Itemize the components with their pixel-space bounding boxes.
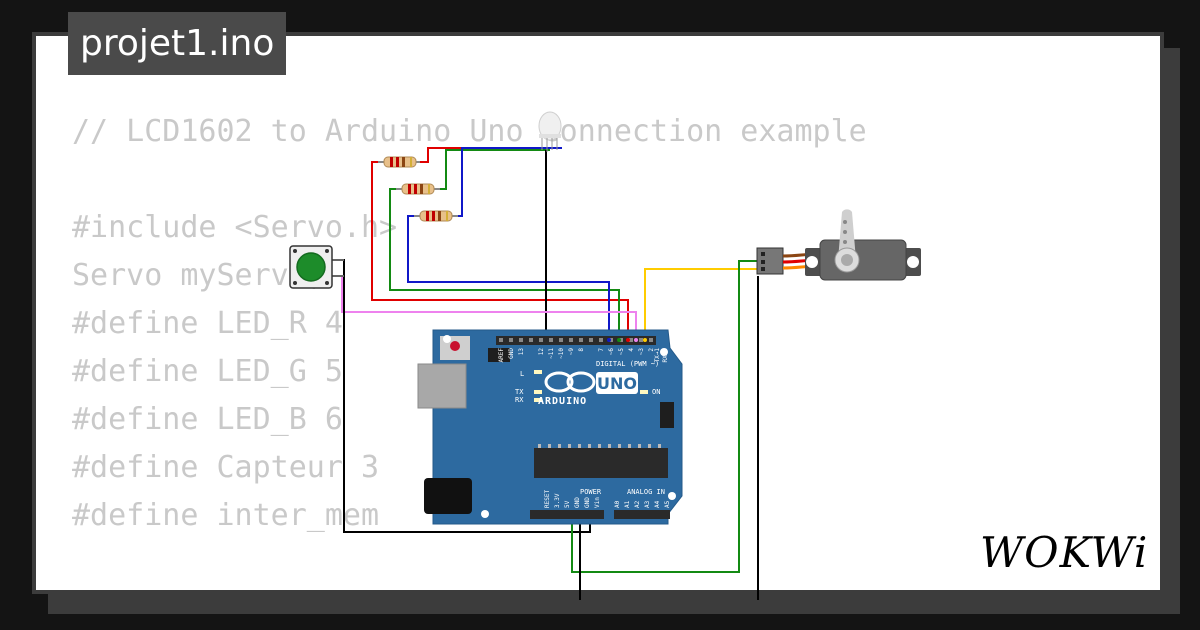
pin-label: ~5 <box>618 348 625 356</box>
code-background: // LCD1602 to Arduino Uno connection exa… <box>72 108 867 540</box>
code-line: #define Capteur 3 <box>72 450 380 485</box>
wire-red <box>371 161 629 340</box>
button-icon[interactable] <box>289 245 344 289</box>
power-pin-labels: RESET 3.3V 5V GND GND Vin <box>544 490 601 508</box>
arduino-infinity-icon <box>544 371 596 393</box>
pin-connections <box>607 338 647 342</box>
wokwi-logo: WOKWi <box>980 528 1148 577</box>
pin-label: 3.3V <box>554 493 561 508</box>
pin-label: GND <box>508 348 515 359</box>
pin-label: ~11 <box>548 348 555 359</box>
pin-label: RESET <box>544 490 551 508</box>
code-line: #define LED_R 4 <box>72 306 343 341</box>
brand-logo-text: WOKWi <box>980 528 1148 577</box>
digital-label: DIGITAL (PWM ~) <box>596 360 659 368</box>
resistor-icon[interactable] <box>378 156 420 168</box>
pin-label: TX→1 <box>654 348 661 363</box>
analog-pin-labels: A0 A1 A2 A3 A4 A5 <box>614 500 671 508</box>
power-label: POWER <box>580 488 602 496</box>
servo-icon[interactable] <box>756 209 921 281</box>
rx-label: RX <box>515 396 524 404</box>
pin-label: A0 <box>614 500 621 508</box>
rgb-led-icon[interactable] <box>538 111 562 152</box>
pin-label: 13 <box>518 348 525 356</box>
pin-label: GND <box>584 497 591 508</box>
pin-label: ~9 <box>568 348 575 356</box>
code-line: #define LED_B 6 <box>72 402 343 437</box>
code-line: #include <Servo.h> <box>72 210 398 245</box>
pin-label: A1 <box>624 500 631 508</box>
wire-blue <box>407 215 610 340</box>
wire-violet <box>341 276 637 340</box>
wire-green-led <box>436 149 550 190</box>
wire-green <box>389 188 620 340</box>
pin-label: Vin <box>594 497 601 508</box>
window-title: projet1.ino <box>68 12 287 75</box>
resistor-icon[interactable] <box>414 210 458 222</box>
pin-label: 12 <box>538 348 545 356</box>
analog-label: ANALOG IN <box>627 488 665 496</box>
l-label: L <box>520 370 524 378</box>
pin-label: ~10 <box>558 348 565 359</box>
pin-label: 2 <box>648 348 655 352</box>
digital-pin-labels: AREF GND 13 12 ~11 ~10 ~9 8 7 ~6 ~5 4 ~3… <box>498 348 669 363</box>
code-line: #define inter_mem <box>72 498 380 533</box>
pin-label: ~3 <box>638 348 645 356</box>
pin-label: A3 <box>644 500 651 508</box>
code-line: #define LED_G 5 <box>72 354 343 389</box>
resistor-icon[interactable] <box>396 183 440 195</box>
arduino-uno-board[interactable]: UNO ARDUINO DIGITAL (PWM ~) POWER ANALOG… <box>417 329 683 525</box>
wire-green-servo <box>571 260 762 573</box>
pin-label: A5 <box>664 500 671 508</box>
pin-label: ~6 <box>608 348 615 356</box>
tx-label: TX <box>515 388 524 396</box>
pin-label: 5V <box>564 500 571 508</box>
pin-label: 4 <box>628 348 635 352</box>
code-line: // LCD1602 to Arduino Uno connection exa… <box>72 114 867 149</box>
pin-label: GND <box>574 497 581 508</box>
pin-label: AREF <box>498 348 505 363</box>
pin-label: A4 <box>654 500 661 508</box>
wire-yellow <box>644 268 762 340</box>
on-label: ON <box>652 388 660 396</box>
pin-label: RX←0 <box>662 348 669 363</box>
board-model-label: UNO <box>597 374 637 393</box>
pin-label: 8 <box>578 348 585 352</box>
board-brand-label: ARDUINO <box>538 396 587 407</box>
pin-label: 7 <box>598 348 605 352</box>
pin-label: A2 <box>634 500 641 508</box>
